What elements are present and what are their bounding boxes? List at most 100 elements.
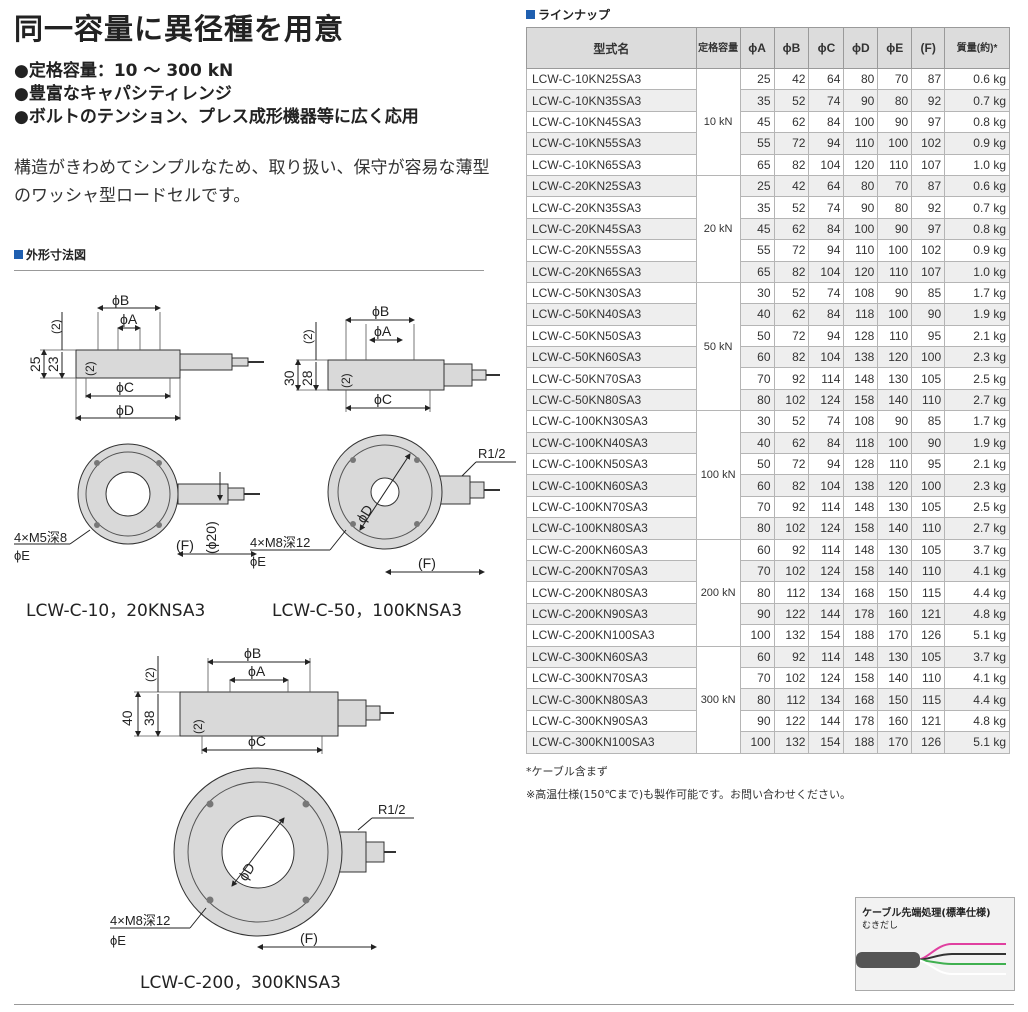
table-cell: 25 bbox=[739, 174, 775, 198]
table-cell: LCW-C-20KN55SA3 bbox=[526, 239, 697, 262]
table-cell: 1.0 kg bbox=[944, 153, 1010, 176]
table-cell: 158 bbox=[843, 559, 879, 583]
dim-label: 28 bbox=[299, 370, 315, 386]
cable-title: ケーブル先端処理(標準仕様) bbox=[862, 908, 991, 919]
table-cell: 1.0 kg bbox=[944, 260, 1010, 283]
table-cell: 92 bbox=[773, 538, 810, 561]
table-cell: LCW-C-300KN60SA3 bbox=[526, 645, 697, 668]
table-cell: 158 bbox=[843, 517, 879, 540]
table-cell: 72 bbox=[773, 324, 810, 348]
dim-label: (2) bbox=[301, 329, 315, 344]
table-cell: 52 bbox=[773, 89, 810, 112]
table-cell: 64 bbox=[808, 174, 845, 198]
table-cell: 110 bbox=[877, 153, 913, 176]
table-cell: 114 bbox=[808, 538, 845, 561]
table-cell: LCW-C-50KN40SA3 bbox=[526, 303, 697, 326]
dim-label: (2) bbox=[191, 719, 205, 734]
table-cell: 100 bbox=[877, 431, 913, 455]
table-cell: 65 bbox=[739, 260, 775, 283]
table-cell: 102 bbox=[773, 666, 810, 690]
table-cell: 121 bbox=[911, 709, 946, 733]
table-cell: 100 bbox=[739, 731, 775, 754]
table-cell: 1.9 kg bbox=[944, 431, 1010, 455]
table-cell: 118 bbox=[843, 303, 879, 326]
table-cell: 126 bbox=[911, 624, 946, 647]
table-cell: 90 bbox=[877, 217, 913, 241]
table-cell: 4.4 kg bbox=[944, 581, 1010, 604]
feature-item: ●豊富なキャパシティレンジ bbox=[14, 84, 232, 104]
table-cell: LCW-C-200KN90SA3 bbox=[526, 602, 697, 626]
table-cell: 5.1 kg bbox=[944, 624, 1010, 647]
cable-end-figure: ケーブル先端処理(標準仕様) むきだし bbox=[855, 897, 1015, 991]
table-cell: 100 bbox=[877, 303, 913, 326]
table-cell: 70 bbox=[739, 666, 775, 690]
table-cell: 112 bbox=[773, 688, 810, 711]
table-cell: 148 bbox=[843, 367, 879, 390]
drawing-1-side: ϕB ϕA ϕC ϕD 25 23 (2) (2) bbox=[27, 292, 264, 421]
lineup-table: 型式名 定格容量 ϕA ϕB ϕC ϕD ϕE (F) 質量(約)* LCW-C… bbox=[526, 27, 1010, 754]
table-cell: 62 bbox=[773, 431, 810, 455]
table-cell: 50 bbox=[739, 453, 775, 476]
divider bbox=[14, 1004, 1014, 1005]
table-cell: 124 bbox=[808, 559, 845, 583]
table-cell: 170 bbox=[877, 624, 913, 647]
table-cell: 4.1 kg bbox=[944, 559, 1010, 583]
table-cell: LCW-C-300KN70SA3 bbox=[526, 666, 697, 690]
table-cell: 92 bbox=[911, 89, 946, 112]
drawing-2-top: ϕD R1/2 (F) 4×M8深12 ϕE bbox=[250, 434, 516, 575]
table-cell: LCW-C-10KN45SA3 bbox=[526, 110, 697, 134]
table-cell: 84 bbox=[808, 303, 845, 326]
table-cell: 80 bbox=[843, 67, 879, 91]
table-cell: LCW-C-100KN50SA3 bbox=[526, 453, 697, 476]
table-cell: 62 bbox=[773, 110, 810, 134]
table-cell: 60 bbox=[739, 474, 775, 497]
table-cell: 80 bbox=[843, 174, 879, 198]
table-cell: 114 bbox=[808, 495, 845, 519]
table-cell: 2.1 kg bbox=[944, 453, 1010, 476]
table-cell: 35 bbox=[739, 89, 775, 112]
table-cell: 130 bbox=[877, 645, 913, 668]
dim-label: ϕB bbox=[244, 645, 261, 661]
dim-label: (F) bbox=[176, 537, 194, 553]
table-cell: 105 bbox=[911, 645, 946, 668]
table-cell: 74 bbox=[808, 281, 845, 305]
table-cell: 112 bbox=[773, 581, 810, 604]
column-header: ϕE bbox=[877, 27, 913, 69]
square-icon bbox=[526, 10, 535, 19]
dim-label: (F) bbox=[300, 930, 318, 946]
table-cell: 132 bbox=[773, 624, 810, 647]
table-cell: 188 bbox=[843, 731, 879, 754]
table-cell: 62 bbox=[773, 303, 810, 326]
table-cell: 92 bbox=[773, 645, 810, 668]
dim-label: ϕC bbox=[116, 379, 134, 395]
column-header: (F) bbox=[911, 27, 946, 69]
table-cell: 0.6 kg bbox=[944, 67, 1010, 91]
table-cell: 128 bbox=[843, 453, 879, 476]
table-cell: LCW-C-50KN80SA3 bbox=[526, 388, 697, 412]
table-cell: 70 bbox=[739, 367, 775, 390]
table-cell: 80 bbox=[877, 196, 913, 219]
table-cell: 90 bbox=[877, 281, 913, 305]
table-cell: LCW-C-10KN55SA3 bbox=[526, 132, 697, 155]
capacity-cell: 200 kN bbox=[695, 538, 741, 647]
table-cell: 140 bbox=[877, 559, 913, 583]
table-cell: 110 bbox=[911, 559, 946, 583]
table-cell: 110 bbox=[843, 239, 879, 262]
table-cell: 74 bbox=[808, 410, 845, 433]
table-cell: 94 bbox=[808, 239, 845, 262]
table-cell: LCW-C-10KN35SA3 bbox=[526, 89, 697, 112]
